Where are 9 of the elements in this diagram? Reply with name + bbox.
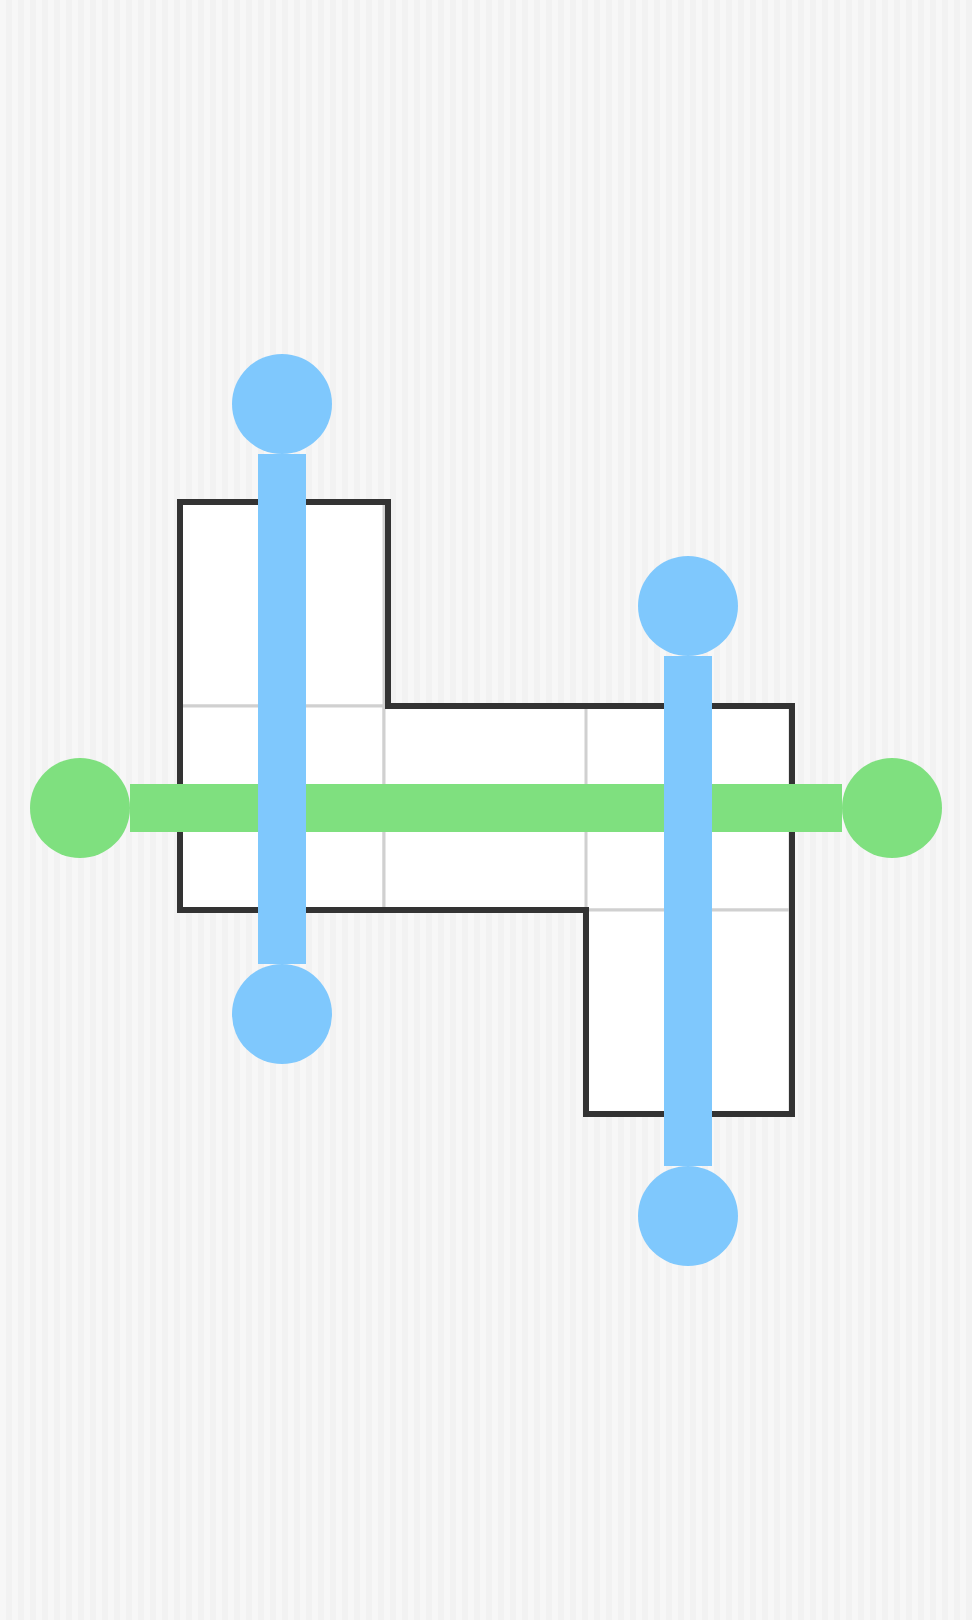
- path-line: [258, 454, 306, 964]
- endpoint-dot: [232, 964, 332, 1064]
- endpoint-dot: [638, 556, 738, 656]
- endpoint-dot: [232, 354, 332, 454]
- endpoint-dot: [638, 1166, 738, 1266]
- path-line: [664, 656, 712, 1166]
- endpoint-dot: [30, 758, 130, 858]
- path-line: [130, 784, 842, 832]
- endpoint-dot: [842, 758, 942, 858]
